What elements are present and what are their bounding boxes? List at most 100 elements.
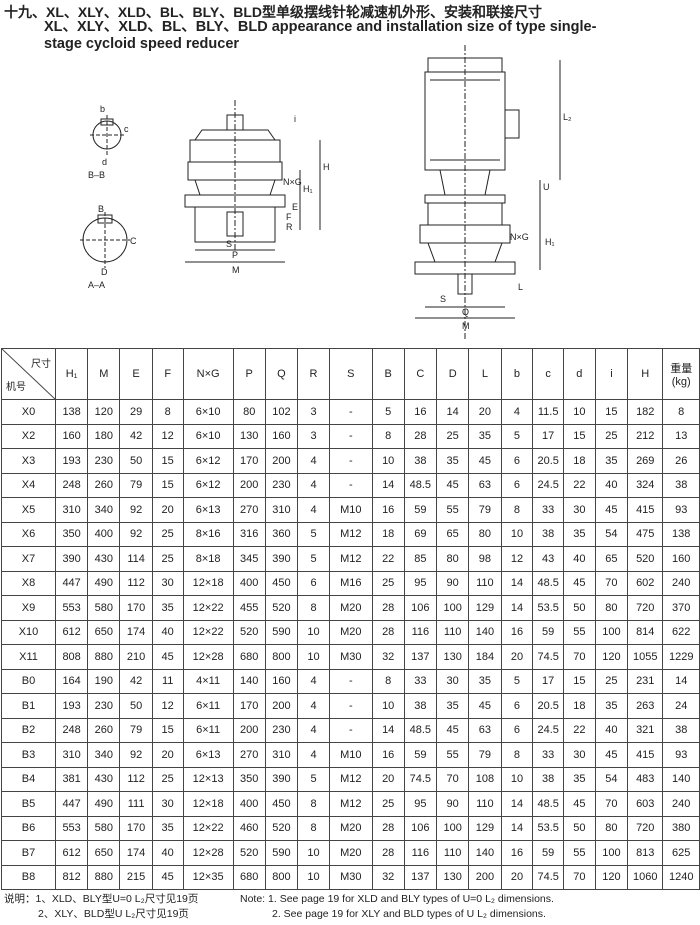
value-cell: 4: [500, 399, 534, 425]
model-cell: X10: [1, 619, 56, 645]
value-cell: 460: [232, 815, 266, 841]
value-cell: 100: [436, 815, 470, 841]
model-cell: X3: [1, 448, 56, 474]
value-cell: 54: [594, 766, 629, 792]
value-cell: 200: [232, 717, 266, 743]
value-cell: 120: [594, 644, 629, 670]
column-header: R: [297, 348, 330, 400]
value-cell: M12: [328, 766, 373, 792]
model-cell: B7: [1, 840, 56, 866]
value-cell: 680: [232, 864, 266, 890]
value-cell: 48.5: [532, 570, 564, 596]
model-cell: X4: [1, 472, 56, 498]
value-cell: 30: [562, 497, 596, 523]
value-cell: 8: [297, 791, 330, 817]
value-cell: 28: [371, 815, 405, 841]
value-cell: 8×16: [182, 521, 234, 547]
value-cell: 4: [297, 742, 330, 768]
value-cell: 381: [54, 766, 89, 792]
value-cell: 16: [500, 840, 534, 866]
value-cell: 24.5: [532, 472, 564, 498]
value-cell: 193: [54, 448, 89, 474]
value-cell: 215: [119, 864, 153, 890]
value-cell: 74.5: [403, 766, 438, 792]
value-cell: 210: [119, 644, 153, 670]
value-cell: 116: [403, 619, 438, 645]
column-header: 重量 (kg): [662, 348, 700, 400]
value-cell: M20: [328, 595, 373, 621]
value-cell: 38: [532, 521, 564, 547]
value-cell: 40: [594, 472, 629, 498]
value-cell: 35: [594, 693, 629, 719]
value-cell: 8: [371, 423, 405, 449]
svg-text:d: d: [102, 157, 107, 167]
value-cell: 622: [662, 619, 700, 645]
value-cell: 450: [264, 570, 299, 596]
value-cell: 45: [151, 644, 184, 670]
value-cell: 240: [662, 791, 700, 817]
value-cell: 190: [87, 668, 121, 694]
value-cell: 6: [500, 472, 534, 498]
value-cell: 5: [500, 423, 534, 449]
value-cell: 138: [662, 521, 700, 547]
value-cell: 380: [662, 815, 700, 841]
value-cell: 22: [562, 717, 596, 743]
value-cell: 111: [119, 791, 153, 817]
value-cell: -: [328, 668, 373, 694]
value-cell: 590: [264, 619, 299, 645]
value-cell: 90: [436, 570, 470, 596]
front-view-drawing: P M S H H₁ N×G E F R i: [184, 100, 330, 275]
value-cell: 174: [119, 840, 153, 866]
column-header: D: [436, 348, 470, 400]
value-cell: 12×22: [182, 595, 234, 621]
value-cell: 28: [371, 619, 405, 645]
model-cell: B4: [1, 766, 56, 792]
value-cell: 6×10: [182, 423, 234, 449]
column-header: C: [403, 348, 438, 400]
value-cell: 45: [468, 448, 502, 474]
value-cell: 231: [627, 668, 664, 694]
value-cell: 53.5: [532, 595, 564, 621]
value-cell: 14: [436, 399, 470, 425]
value-cell: M20: [328, 619, 373, 645]
value-cell: 25: [151, 546, 184, 572]
value-cell: 102: [264, 399, 299, 425]
value-cell: 4: [297, 497, 330, 523]
value-cell: 30: [151, 570, 184, 596]
column-header: N×G: [182, 348, 234, 400]
value-cell: 5: [297, 521, 330, 547]
value-cell: 140: [468, 619, 502, 645]
svg-text:M: M: [462, 321, 470, 331]
value-cell: 4: [297, 693, 330, 719]
value-cell: 63: [468, 472, 502, 498]
value-cell: 680: [232, 644, 266, 670]
value-cell: 360: [264, 521, 299, 547]
value-cell: 612: [54, 619, 89, 645]
column-header: Q: [264, 348, 299, 400]
value-cell: 14: [500, 595, 534, 621]
value-cell: 8: [500, 497, 534, 523]
value-cell: 98: [468, 546, 502, 572]
value-cell: 40: [562, 546, 596, 572]
value-cell: 230: [264, 472, 299, 498]
value-cell: 310: [54, 497, 89, 523]
value-cell: 54: [594, 521, 629, 547]
model-cell: X2: [1, 423, 56, 449]
notes-chinese: 说明：1、XLD、BLY型U=0 L₂尺寸见19页 2、XLY、BLD型U L₂…: [4, 893, 199, 920]
value-cell: 800: [264, 864, 299, 890]
value-cell: 1240: [662, 864, 700, 890]
value-cell: 20: [500, 644, 534, 670]
value-cell: 35: [468, 423, 502, 449]
value-cell: 55: [562, 619, 596, 645]
value-cell: 520: [232, 619, 266, 645]
value-cell: 12×13: [182, 766, 234, 792]
value-cell: 490: [87, 570, 121, 596]
value-cell: 42: [119, 423, 153, 449]
